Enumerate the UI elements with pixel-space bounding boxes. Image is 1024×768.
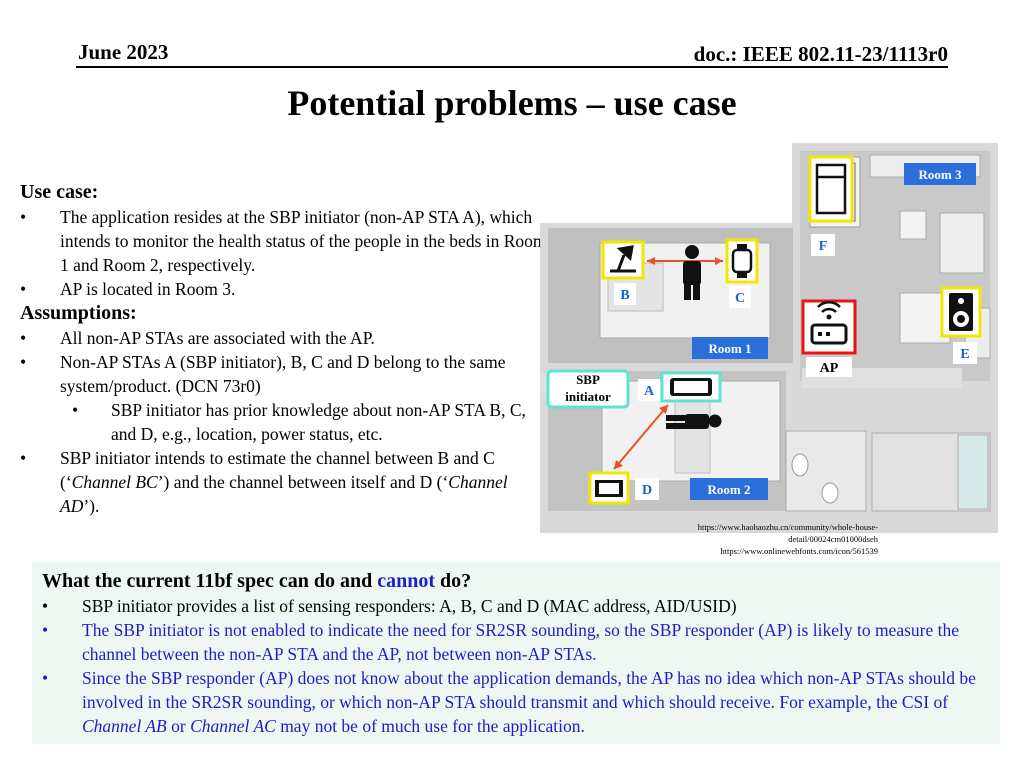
box-title: What the current 11bf spec can do and ca… [42,570,472,592]
image-credits: https://www.haohaozhu.cn/community/whole… [697,522,878,556]
sbp-initiator-label-line2: initiator [565,389,611,404]
label-ap: AP [820,361,839,376]
router-icon [810,300,848,345]
sbp-initiator-label-line1: SBP [576,372,600,387]
left-text-column: Use case: •The application resides at th… [20,180,550,518]
room1-label: Room 1 [709,341,752,356]
room2-label-bg [690,478,768,500]
cannot-word: cannot [377,570,436,592]
label-b: B [620,288,629,303]
assumption-sub-bullet: •SBP initiator has prior knowledge about… [72,400,526,444]
label-f: F [819,239,828,254]
lamp-icon [610,245,636,273]
assumptions-heading: Assumptions: [20,302,137,324]
person-lying-icon [666,414,722,429]
box-bullet: •The SBP initiator is not enabled to ind… [42,620,959,664]
label-c: C [735,291,745,306]
use-case-heading: Use case: [20,181,99,203]
box-bullet: •SBP initiator provides a list of sensin… [42,596,737,616]
appliance-icon [815,163,847,215]
assumption-bullet: •Non-AP STAs A (SBP initiator), B, C and… [20,352,506,396]
arrow-channel-ad [613,404,669,470]
sbp-initiator-label-box [546,369,630,409]
person-standing-icon [683,245,701,300]
label-e: E [960,347,969,362]
watch-icon [731,248,753,274]
room3-label-bg [904,163,976,185]
assumption-bullet: •SBP initiator intends to estimate the c… [20,448,508,516]
room3-label: Room 3 [919,167,962,182]
header-rule [76,66,948,68]
assumption-bullet: •All non-AP STAs are associated with the… [20,328,375,348]
spec-capability-box: What the current 11bf spec can do and ca… [32,562,1000,744]
use-case-bullet: •The application resides at the SBP init… [20,207,547,275]
floor-plan-diagram: SBP initiator A B C D E F AP Room 1 Room… [540,143,998,533]
header-doc-id: doc.: IEEE 802.11-23/1113r0 [693,42,948,66]
label-a: A [644,384,655,399]
box-bullet: •Since the SBP responder (AP) does not k… [42,668,976,736]
label-d: D [642,483,652,498]
room1-label-bg [692,337,768,359]
header-date: June 2023 [78,40,169,64]
slide-title: Potential problems – use case [287,83,737,123]
room2-label: Room 2 [708,482,751,497]
use-case-bullet: •AP is located in Room 3. [20,279,236,299]
